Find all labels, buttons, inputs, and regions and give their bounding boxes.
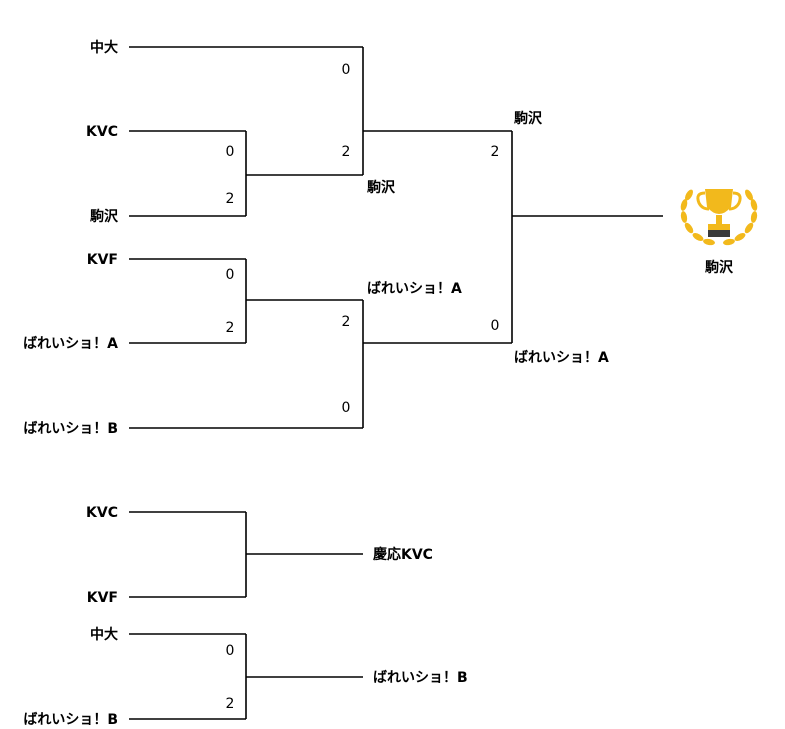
score: 0 — [226, 643, 235, 659]
team-label: ばれいショ！A — [23, 336, 118, 352]
team-label: KVF — [87, 590, 118, 606]
team-label: 中大 — [90, 626, 118, 643]
finalist-label: 駒沢 — [514, 110, 543, 127]
team-label: 中大 — [90, 39, 118, 56]
finalist-label: ばれいショ！A — [514, 350, 609, 366]
score: 2 — [342, 314, 351, 330]
score: 0 — [342, 62, 351, 78]
score: 0 — [342, 400, 351, 416]
result-label: ばれいショ！B — [373, 670, 468, 686]
team-label: KVC — [86, 124, 118, 140]
score: 2 — [226, 191, 235, 207]
result-label: 慶応KVC — [373, 546, 433, 563]
trophy-laurel-icon — [680, 189, 758, 246]
team-label: ばれいショ！B — [23, 421, 118, 437]
score: 0 — [226, 267, 235, 283]
score: 2 — [491, 144, 500, 160]
score: 2 — [226, 696, 235, 712]
score: 0 — [226, 144, 235, 160]
team-label: KVC — [86, 505, 118, 521]
champion-label: 駒沢 — [705, 259, 734, 276]
score: 0 — [491, 318, 500, 334]
winner-label: 駒沢 — [367, 179, 396, 196]
team-label: 駒沢 — [90, 208, 119, 225]
winner-label: ばれいショ！A — [367, 281, 462, 297]
team-label: KVF — [87, 252, 118, 268]
score: 2 — [226, 320, 235, 336]
score: 2 — [342, 144, 351, 160]
team-label: ばれいショ！B — [23, 712, 118, 728]
